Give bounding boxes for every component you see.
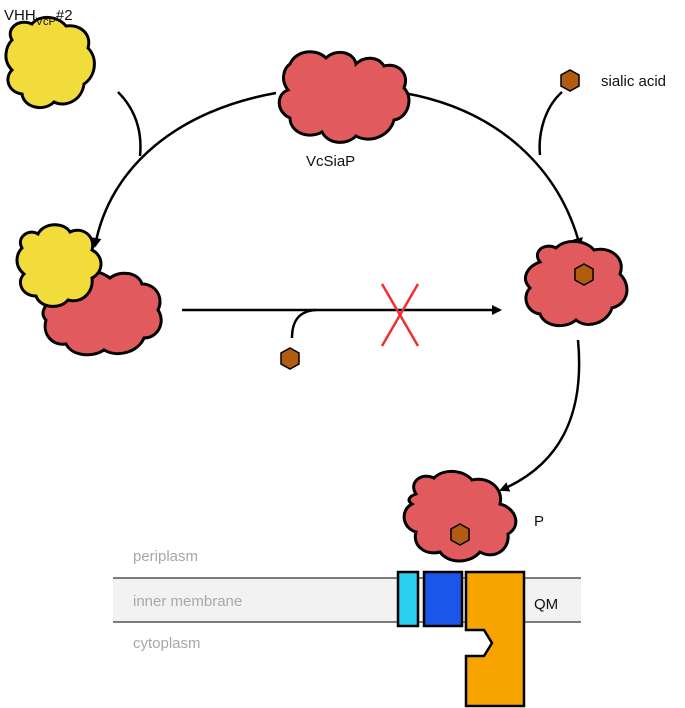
bound-sialic-acid-icon xyxy=(574,263,594,286)
vcsiap-protein xyxy=(277,50,411,144)
sialic-acid-label: sialic acid xyxy=(601,73,666,90)
cytoplasm-label: cytoplasm xyxy=(133,635,201,652)
vhh-merge-line xyxy=(117,91,142,157)
docked-vcsiap xyxy=(402,470,518,563)
p-label: P xyxy=(534,513,544,530)
vhh-label-suffix: #2 xyxy=(56,7,73,24)
docked-sialic-acid-icon xyxy=(450,523,470,546)
blocked-sialic-acid-icon xyxy=(280,347,300,370)
p-subunit xyxy=(464,570,526,708)
vhh-label-sub: VcP xyxy=(36,16,56,28)
vhh-label: VHHVcP#2 xyxy=(4,7,73,28)
sialic-merge-line xyxy=(538,91,563,156)
m-subunit xyxy=(422,570,464,628)
sialic-acid-icon xyxy=(560,69,580,92)
bound-vcsiap xyxy=(524,240,629,328)
periplasm-label: periplasm xyxy=(133,548,198,565)
vcsiap-label: VcSiaP xyxy=(306,153,355,170)
arrow-to-complex xyxy=(91,91,277,248)
vhh-nanobody xyxy=(4,16,96,110)
q-subunit xyxy=(396,570,420,628)
blocked-sialic-line xyxy=(290,308,317,339)
block-cross xyxy=(380,283,420,347)
vhh-label-main: VHH xyxy=(4,7,36,24)
arrow-to-bound-siap xyxy=(403,91,583,248)
inner-membrane-label: inner membrane xyxy=(133,593,242,610)
arrow-to-transporter xyxy=(499,339,581,492)
vhh-siap-complex xyxy=(15,223,163,357)
qm-label: QM xyxy=(534,596,558,613)
